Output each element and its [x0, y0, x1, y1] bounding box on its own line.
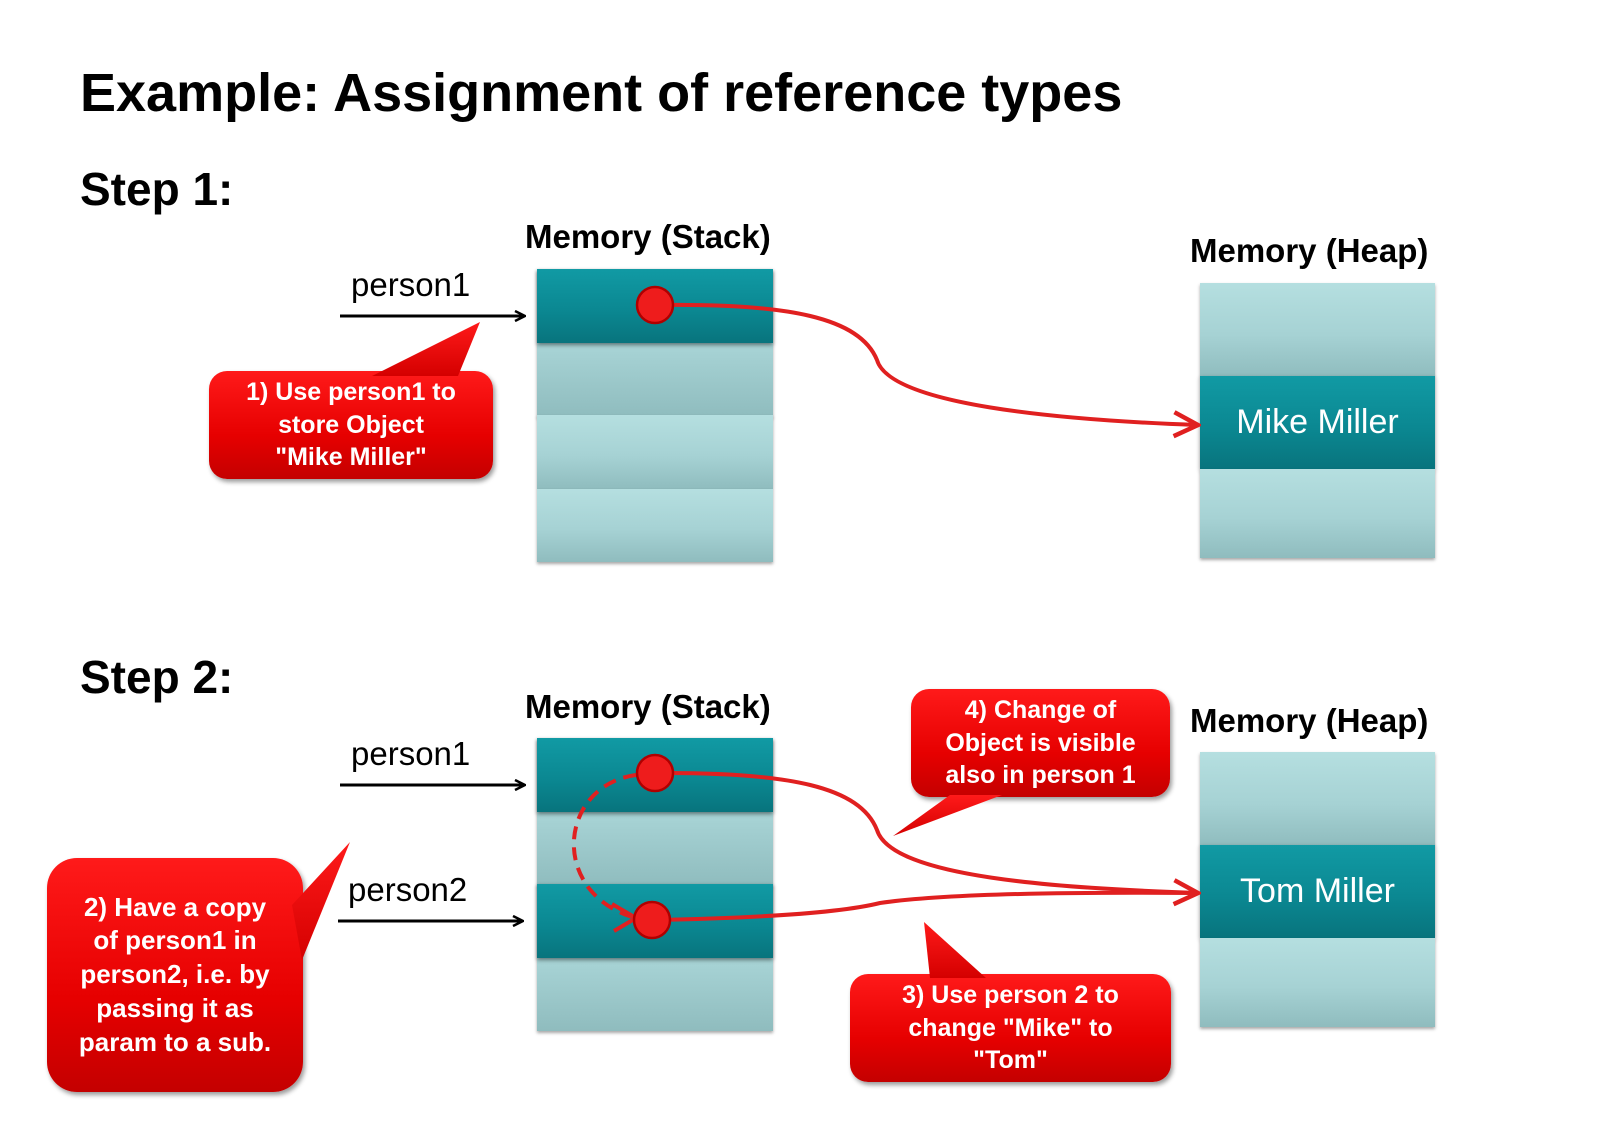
callout-4-tail	[893, 795, 1002, 836]
step2-person2-label: person2	[348, 871, 468, 908]
step1-reference-dot	[635, 285, 675, 325]
step1-person1-label: person1	[351, 266, 471, 303]
step1-heap-object-text: Mike Miller	[1236, 403, 1399, 441]
step2-person1-dot	[635, 753, 675, 793]
step1-reference-pointer	[654, 302, 1197, 425]
callout-1: 1) Use person1 to store Object "Mike Mil…	[209, 371, 493, 479]
step1-heap-cell	[1200, 283, 1435, 377]
step2-copy-arrow	[571, 773, 637, 919]
step1-stack-column	[537, 269, 773, 562]
callout-2: 2) Have a copy of person1 in person2, i.…	[47, 858, 303, 1092]
callout-3-tail	[924, 922, 986, 978]
step2-person1-label: person1	[351, 735, 471, 772]
step2-person2-dot	[632, 900, 672, 940]
callout-3: 3) Use person 2 to change "Mike" to "Tom…	[850, 974, 1171, 1082]
step2-label: Step 2:	[80, 651, 234, 703]
step1-heap-column: Mike Miller	[1200, 283, 1435, 558]
step2-person2-reference	[651, 890, 1198, 922]
step2-heap-cell	[1200, 938, 1435, 1027]
callout-1-tail	[372, 322, 480, 376]
step1-heap-object: Mike Miller	[1200, 376, 1435, 469]
step1-label: Step 1:	[80, 163, 234, 215]
step2-heap-column: Tom Miller	[1200, 752, 1435, 1027]
step1-stack-label: Memory (Stack)	[525, 218, 771, 255]
step1-heap-cell	[1200, 469, 1435, 558]
callout-4: 4) Change of Object is visible also in p…	[911, 689, 1170, 797]
page-title: Example: Assignment of reference types	[80, 63, 1123, 123]
step1-heap-label: Memory (Heap)	[1190, 232, 1429, 269]
step2-heap-object-text: Tom Miller	[1240, 872, 1395, 910]
step1-stack-cell	[537, 489, 773, 562]
step2-heap-label: Memory (Heap)	[1190, 702, 1429, 739]
callout-2-tail	[292, 842, 350, 960]
step2-heap-cell	[1200, 752, 1435, 846]
step2-copy-arrowhead	[610, 902, 640, 933]
step2-heap-object: Tom Miller	[1200, 845, 1435, 938]
step1-stack-cell	[537, 415, 773, 489]
step2-person1-reference	[654, 770, 1197, 893]
step2-stack-label: Memory (Stack)	[525, 688, 771, 725]
